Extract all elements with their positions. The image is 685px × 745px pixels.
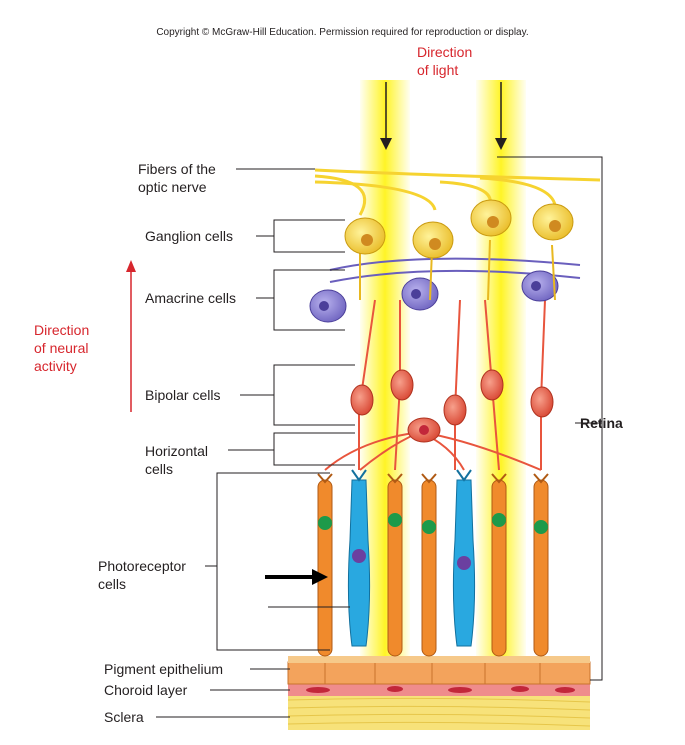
fibers-optic-nerve-label: Fibers of the optic nerve xyxy=(138,161,216,195)
sclera-label: Sclera xyxy=(104,709,144,725)
neural-activity-arrowhead xyxy=(126,260,136,272)
rod-tops xyxy=(317,473,549,484)
direction-of-light-label: Direction of light xyxy=(417,44,473,78)
copyright-notice: Copyright © McGraw-Hill Education. Permi… xyxy=(156,27,529,38)
cone-nuclei xyxy=(352,549,471,570)
ganglion-cells xyxy=(344,199,574,301)
pointer-arrow xyxy=(265,569,328,585)
horizontal-cells-label: Horizontal cells xyxy=(145,443,209,477)
choroid-layer xyxy=(288,682,590,696)
photoreceptor-cells-label: Photoreceptor cells xyxy=(98,558,186,592)
photoreceptor-cones xyxy=(347,479,476,647)
bipolar-cells xyxy=(350,299,554,471)
pigment-epithelium-layer xyxy=(287,656,591,685)
cone-tops xyxy=(351,469,472,482)
retina-label: Retina xyxy=(580,415,623,431)
choroid-layer-label: Choroid layer xyxy=(104,682,188,698)
direction-of-neural-activity-label: Direction of neural activity xyxy=(34,322,90,374)
amacrine-cells xyxy=(309,257,581,323)
leader-lines xyxy=(156,156,603,718)
horizontal-cell xyxy=(324,417,542,471)
amacrine-cells-label: Amacrine cells xyxy=(145,290,237,306)
ganglion-cells-label: Ganglion cells xyxy=(145,228,233,244)
sclera-layer xyxy=(287,694,591,730)
rod-nuclei xyxy=(318,513,548,534)
bipolar-cells-label: Bipolar cells xyxy=(145,387,221,403)
pigment-epithelium-label: Pigment epithelium xyxy=(104,661,224,677)
